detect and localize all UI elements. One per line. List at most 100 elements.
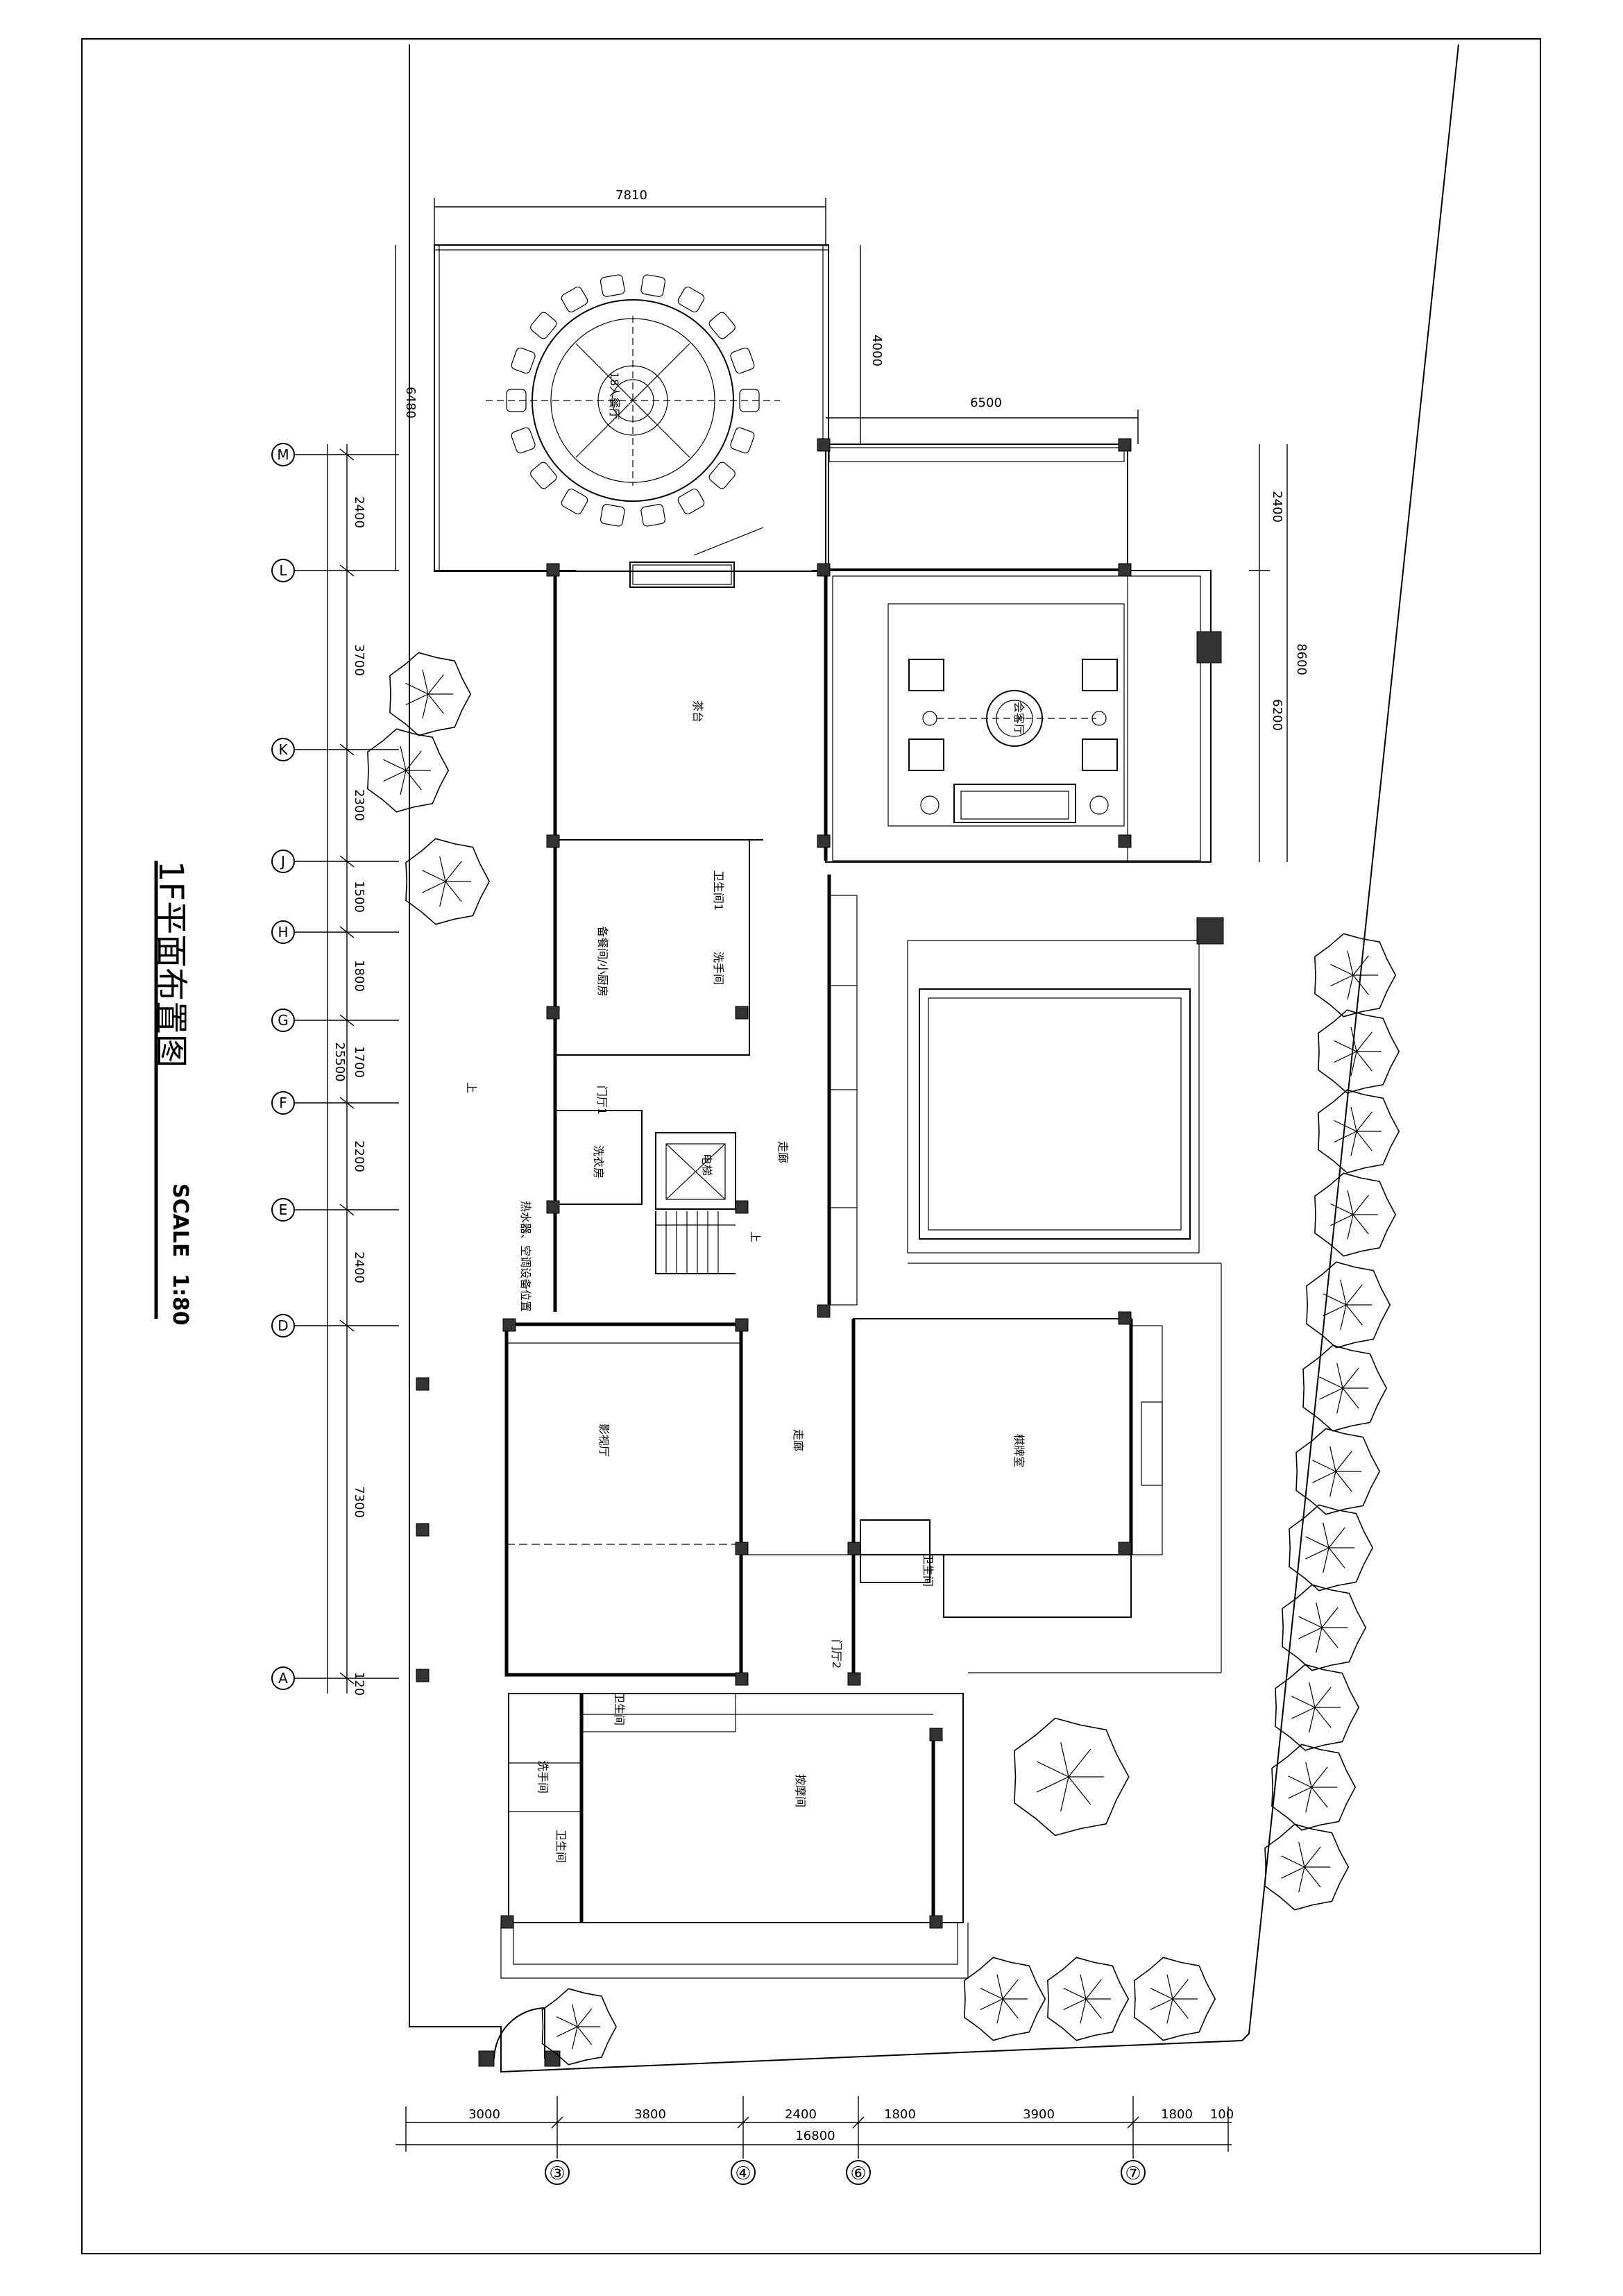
tree bbox=[1047, 1957, 1130, 2041]
room-label: 门厅2 bbox=[830, 1639, 843, 1669]
room-label: 按摩间 bbox=[794, 1774, 807, 1807]
tree bbox=[1264, 1823, 1350, 1911]
tree bbox=[964, 1957, 1046, 2041]
grid-row-id: K bbox=[278, 741, 288, 758]
room-label: 18人餐厅 bbox=[608, 372, 621, 419]
room-label: 门厅1 bbox=[595, 1086, 609, 1115]
tree bbox=[1295, 1428, 1381, 1515]
col-dim-label: 3000 bbox=[468, 2107, 500, 2122]
dining-chair bbox=[511, 347, 536, 374]
grid-bubble-row bbox=[271, 559, 295, 582]
room-label: 备餐间/小厨房 bbox=[596, 926, 609, 996]
dining-pavilion bbox=[434, 244, 829, 588]
column bbox=[1118, 834, 1132, 848]
room-label: 棋牌室 bbox=[1012, 1434, 1026, 1467]
grid-bubble-row bbox=[271, 850, 295, 873]
room-labels: 18人餐厅茶台会客厅卫生间1备餐间/小厨房洗手间门厅1洗衣房电梯走廊热水器、空调… bbox=[465, 372, 1026, 1863]
dining-chair bbox=[511, 427, 536, 454]
site-boundary bbox=[409, 44, 1459, 2073]
grid-row-id: J bbox=[280, 853, 285, 870]
column bbox=[416, 1377, 430, 1391]
grid-rows: MLKJHGFEDA240037002300150018001700220024… bbox=[271, 443, 399, 1696]
dining-chair bbox=[677, 286, 705, 313]
column bbox=[502, 1318, 516, 1332]
sheet-border bbox=[81, 38, 1541, 2254]
horizontal-total-dim: 16800 bbox=[795, 2129, 835, 2143]
col-dim-label: 2400 bbox=[785, 2107, 817, 2122]
row-dim-label: 2400 bbox=[352, 496, 366, 528]
side-dim-label: 2400 bbox=[1270, 491, 1284, 523]
room-label: 电梯 bbox=[700, 1154, 713, 1176]
column bbox=[817, 563, 831, 577]
grid-row-id: D bbox=[278, 1317, 288, 1334]
grid-col-id: ⑦ bbox=[1125, 2163, 1141, 2184]
room-label: 洗手间 bbox=[536, 1760, 550, 1793]
col-dim-label: 1800 bbox=[884, 2107, 916, 2122]
grid-row-id: M bbox=[277, 446, 289, 463]
dining-chair bbox=[600, 504, 625, 527]
main-building-walls bbox=[434, 570, 1163, 1979]
dining-chair bbox=[561, 286, 588, 313]
side-dim-label: 6200 bbox=[1270, 699, 1284, 731]
dining-chair bbox=[640, 274, 666, 297]
grid-bubble-row bbox=[271, 1091, 295, 1115]
stair-up-label: 上 bbox=[465, 1082, 478, 1093]
gate-post bbox=[478, 2050, 495, 2067]
grid-row-id: A bbox=[278, 1670, 288, 1687]
column bbox=[416, 1523, 430, 1537]
room-label: 热水器、空调设备位置 bbox=[519, 1201, 532, 1312]
row-dim-label: 120 bbox=[352, 1672, 366, 1696]
column bbox=[817, 834, 831, 848]
tree bbox=[1306, 1261, 1391, 1349]
grid-row-id: F bbox=[279, 1095, 287, 1111]
grid-bubble-col bbox=[1121, 2160, 1146, 2185]
tree bbox=[1318, 1009, 1400, 1094]
grid-row-id: L bbox=[279, 562, 287, 579]
column bbox=[546, 1006, 560, 1020]
dining-chair bbox=[640, 504, 666, 527]
gate-post bbox=[544, 2050, 561, 2067]
column bbox=[817, 1304, 831, 1318]
stair-up-label: 上 bbox=[749, 1231, 762, 1242]
dining-chair bbox=[530, 312, 557, 339]
reception-lounge bbox=[825, 444, 1222, 863]
room-label: 卫生间 bbox=[554, 1830, 568, 1863]
dining-chair bbox=[677, 488, 705, 515]
columns bbox=[416, 438, 1132, 2067]
grid-bubble-row bbox=[271, 1008, 295, 1032]
column bbox=[416, 1669, 430, 1682]
dining-chair bbox=[506, 389, 527, 412]
tree bbox=[1314, 1172, 1397, 1257]
room-label: 走廊 bbox=[776, 1141, 790, 1163]
row-dim-label: 2300 bbox=[352, 789, 366, 821]
grid-row-id: G bbox=[278, 1012, 289, 1029]
column bbox=[735, 1542, 749, 1555]
drawing-title-block: 1F平面布置图 SCALE 1:80 bbox=[151, 861, 192, 1326]
gate-swing bbox=[493, 2007, 545, 2059]
grid-bubble-row bbox=[271, 920, 295, 944]
column bbox=[1118, 1542, 1132, 1555]
scale-label: SCALE bbox=[168, 1183, 192, 1257]
column bbox=[735, 1318, 749, 1332]
grid-col-id: ④ bbox=[735, 2163, 751, 2184]
courtyard-pool bbox=[907, 917, 1224, 1673]
dining-chair bbox=[730, 347, 755, 374]
side-dim-label: 6480 bbox=[403, 387, 418, 419]
row-dim-label: 2200 bbox=[352, 1140, 366, 1172]
room-label: 走廊 bbox=[792, 1429, 805, 1451]
tree bbox=[405, 838, 491, 925]
tree bbox=[1275, 1664, 1360, 1751]
column bbox=[1118, 438, 1132, 452]
grid-col-id: ③ bbox=[549, 2163, 565, 2184]
dining-chair bbox=[708, 462, 736, 489]
room-label: 洗衣房 bbox=[592, 1145, 605, 1179]
tree bbox=[541, 1988, 618, 2066]
grid-bubble-col bbox=[731, 2160, 756, 2185]
col-dim-label: 3900 bbox=[1023, 2107, 1055, 2122]
row-dim-label: 1700 bbox=[352, 1046, 366, 1078]
tree bbox=[1134, 1957, 1216, 2041]
grid-row-id: H bbox=[278, 924, 288, 940]
grid-col-id: ⑥ bbox=[850, 2163, 866, 2184]
